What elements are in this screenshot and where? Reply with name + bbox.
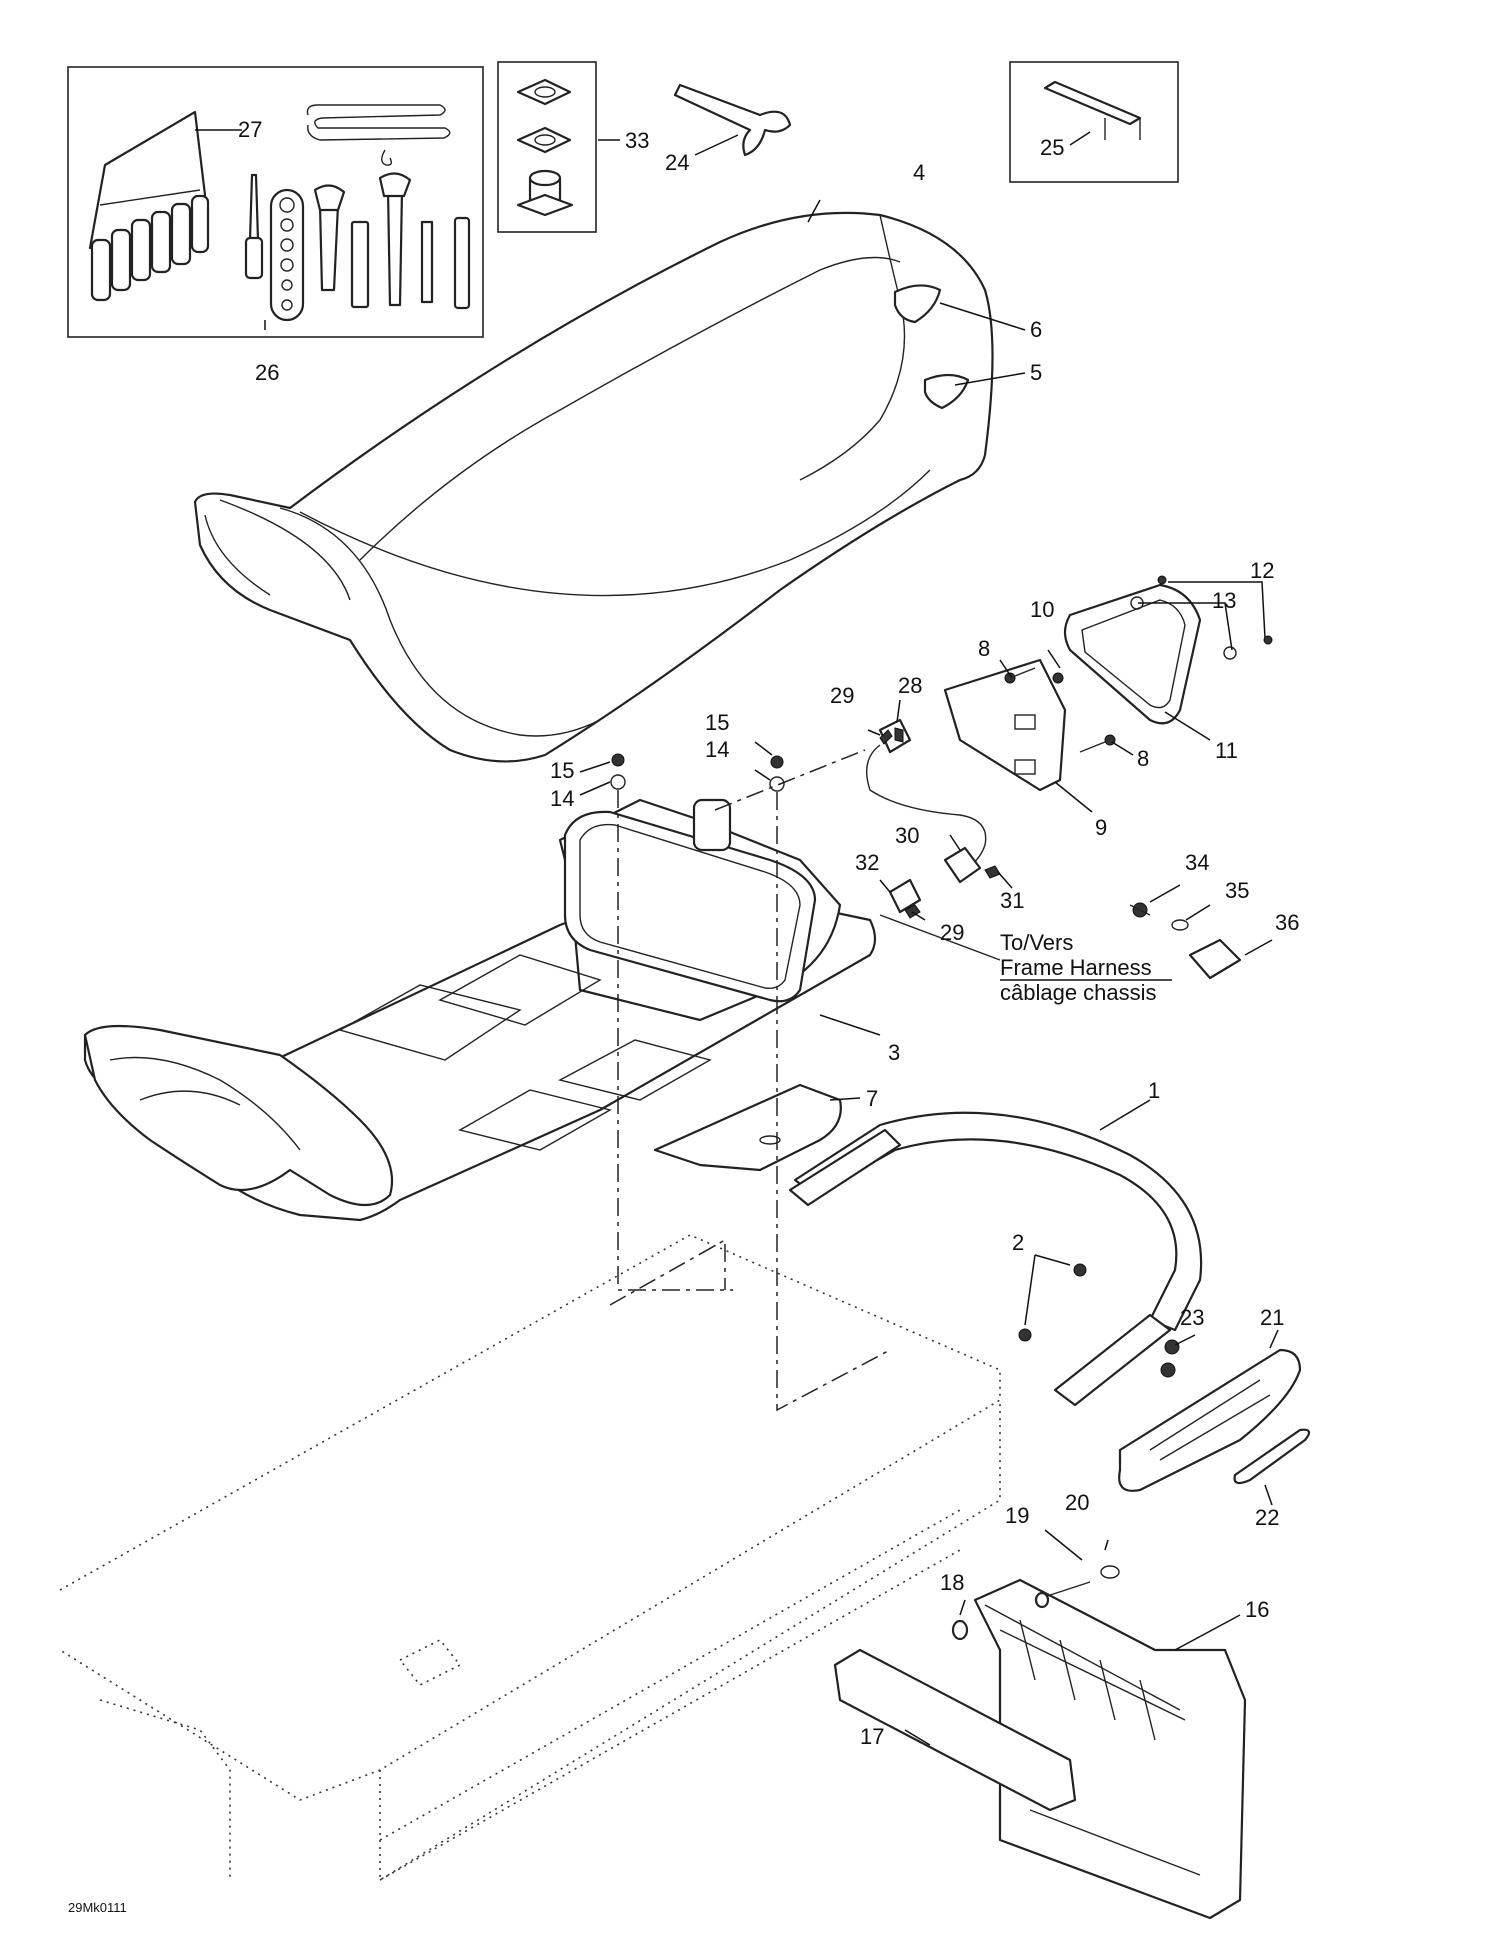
reflector-36 (1188, 938, 1242, 980)
callout-17: 17 (860, 1724, 884, 1749)
callout-8b: 8 (1137, 746, 1149, 771)
callout-9: 9 (1095, 815, 1107, 840)
decal-6 (893, 284, 942, 324)
harness-note-line2: Frame Harness (1000, 955, 1152, 980)
callout-8a: 8 (978, 636, 990, 661)
callout-33: 33 (625, 128, 649, 153)
small-hardware (1129, 902, 1242, 980)
mud-flap-17 (833, 1648, 1077, 1812)
callout-10: 10 (1030, 597, 1054, 622)
callout-22: 22 (1255, 1505, 1279, 1530)
handle-grip-upper (788, 1128, 902, 1207)
callout-6: 6 (1030, 317, 1042, 342)
callout-7: 7 (866, 1086, 878, 1111)
callout-25: 25 (1040, 135, 1064, 160)
callout-5: 5 (1030, 360, 1042, 385)
harness-note: To/Vers Frame Harness câblage chassis (1000, 930, 1172, 1005)
callout-26: 26 (255, 360, 279, 385)
harness-note-line3: câblage chassis (1000, 980, 1157, 1005)
callout-14b: 14 (705, 737, 729, 762)
side-cap (1118, 1339, 1311, 1492)
callout-34: 34 (1185, 850, 1209, 875)
callout-labels: 1 2 3 4 5 6 7 8 8 9 10 11 12 13 14 14 15… (238, 117, 1299, 1749)
connectors (714, 718, 1001, 961)
callout-35: 35 (1225, 878, 1249, 903)
tail-light-assembly (943, 575, 1273, 792)
callout-14a: 14 (550, 786, 574, 811)
reflector-22 (1233, 1428, 1311, 1485)
frame-tunnel (59, 1234, 1001, 1882)
diagram-code: 29Mk0111 (68, 1900, 127, 1915)
callout-27: 27 (238, 117, 262, 142)
callout-15a: 15 (550, 758, 574, 783)
callout-32: 32 (855, 850, 879, 875)
parts-box-25 (1009, 61, 1179, 183)
tail-light-lens (1063, 583, 1202, 725)
decal-5 (923, 373, 970, 410)
callout-19: 19 (1005, 1503, 1029, 1528)
callout-21: 21 (1260, 1305, 1284, 1330)
callout-30: 30 (895, 823, 919, 848)
callout-18: 18 (940, 1570, 964, 1595)
callout-2: 2 (1012, 1230, 1024, 1255)
callout-4: 4 (913, 160, 925, 185)
spanner-wrench (673, 83, 792, 157)
callout-11: 11 (1215, 738, 1238, 763)
callout-31: 31 (1000, 888, 1024, 913)
bottom-plate-7 (653, 1083, 842, 1172)
callout-15b: 15 (705, 710, 729, 735)
seat-base (83, 798, 877, 1222)
handle-grip-lower (1053, 1313, 1172, 1407)
callout-3: 3 (888, 1040, 900, 1065)
callout-20: 20 (1065, 1490, 1089, 1515)
callout-24: 24 (665, 150, 689, 175)
leader-lines (195, 129, 1279, 1746)
callout-28: 28 (898, 673, 922, 698)
rear-flap (833, 1565, 1247, 1920)
tail-light-base (943, 658, 1067, 792)
callout-29b: 29 (940, 920, 964, 945)
tool-bar-holes (279, 197, 295, 311)
harness-note-line1: To/Vers (1000, 930, 1073, 955)
callout-13: 13 (1212, 588, 1236, 613)
seat-assembly (193, 211, 994, 763)
callout-29a: 29 (830, 683, 854, 708)
callout-23: 23 (1180, 1305, 1204, 1330)
nuts-washers (609, 753, 891, 1412)
callout-1: 1 (1148, 1078, 1160, 1103)
tool-pouch-pockets (90, 194, 210, 302)
callout-12: 12 (1250, 558, 1274, 583)
callout-16: 16 (1245, 1597, 1269, 1622)
callout-36: 36 (1275, 910, 1299, 935)
tool-kit-box (67, 66, 484, 338)
grab-handle (788, 1111, 1203, 1407)
parts-box-33 (497, 61, 597, 233)
